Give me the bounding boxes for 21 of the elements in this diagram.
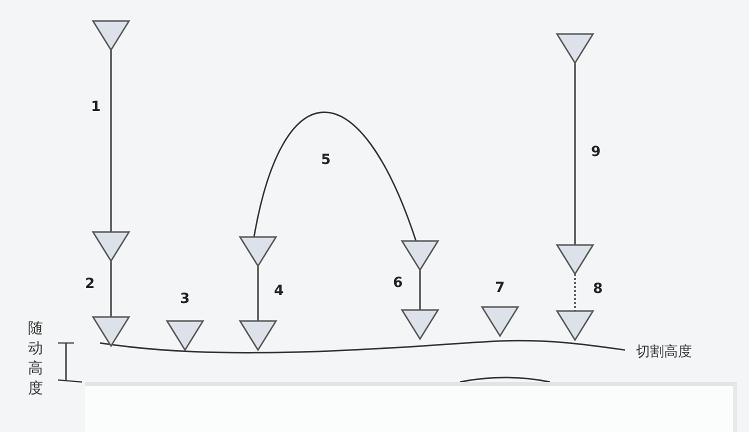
connector-line bbox=[257, 266, 259, 321]
triangle-marker bbox=[556, 33, 594, 64]
connector-line bbox=[110, 50, 112, 232]
triangle-marker bbox=[481, 306, 519, 337]
triangle-marker bbox=[556, 244, 594, 275]
connector-line bbox=[574, 274, 576, 311]
vertical-label: 随动高度 bbox=[28, 318, 44, 398]
triangle-marker bbox=[556, 310, 594, 341]
triangle-marker bbox=[239, 236, 277, 267]
triangle-marker bbox=[166, 320, 204, 351]
connector-line bbox=[419, 270, 421, 310]
triangle-marker bbox=[92, 231, 130, 262]
triangle-marker bbox=[401, 240, 439, 271]
connector-line bbox=[110, 261, 112, 317]
triangle-marker bbox=[92, 20, 130, 51]
connector-line bbox=[574, 63, 576, 245]
triangle-marker bbox=[239, 320, 277, 351]
triangle-marker bbox=[92, 316, 130, 347]
connector-line bbox=[253, 112, 417, 242]
triangle-marker bbox=[401, 309, 439, 340]
surface-label: 切割高度 bbox=[636, 343, 692, 361]
